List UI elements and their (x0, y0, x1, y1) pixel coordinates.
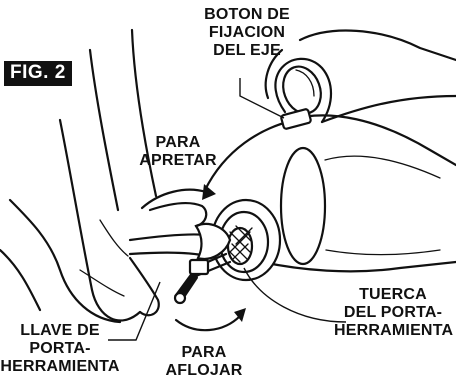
collet-wrench-leader (108, 281, 161, 341)
collet-nut-line-1: TUERCA (359, 286, 427, 303)
thumb (264, 29, 456, 124)
collet-wrench-line-3: HERRAMIENTA (0, 358, 120, 375)
shaft-lock-callout: BOTON DE FIJACION DEL EJE (192, 6, 302, 60)
loosen-line-2: AFLOJAR (165, 362, 243, 379)
collet-nut-callout: TUERCA DEL PORTA- HERRAMIENTA (334, 286, 454, 340)
collet-wrench-callout: LLAVE DE PORTA- HERRAMIENTA (0, 322, 120, 376)
tighten-callout: PARA APRETAR (138, 134, 218, 170)
collet-nut-line-3: HERRAMIENTA (334, 322, 454, 339)
collet-wrench (128, 222, 232, 276)
shaft-lock-line-2: FIJACION (208, 24, 286, 41)
hand (0, 28, 208, 324)
shaft-lock-line-1: BOTON DE (204, 6, 290, 23)
shaft-lock-button (280, 108, 312, 130)
loosen-arrow (174, 308, 246, 332)
tool-body (203, 114, 456, 273)
tighten-line-2: APRETAR (139, 152, 217, 169)
collet-wrench-line-2: PORTA- (29, 340, 91, 357)
shaft-lock-line-3: DEL EJE (213, 42, 281, 59)
collet-wrench-line-1: LLAVE DE (20, 322, 100, 339)
loosen-callout: PARA AFLOJAR (162, 344, 246, 380)
tighten-line-1: PARA (155, 134, 201, 151)
loosen-line-1: PARA (181, 344, 227, 361)
shaft-lock-leader (239, 78, 285, 119)
tighten-arrow (140, 184, 216, 210)
collet-nut-leader (243, 267, 347, 323)
figure-label: FIG. 2 (4, 61, 72, 86)
collet-nut-line-2: DEL PORTA- (343, 304, 443, 321)
